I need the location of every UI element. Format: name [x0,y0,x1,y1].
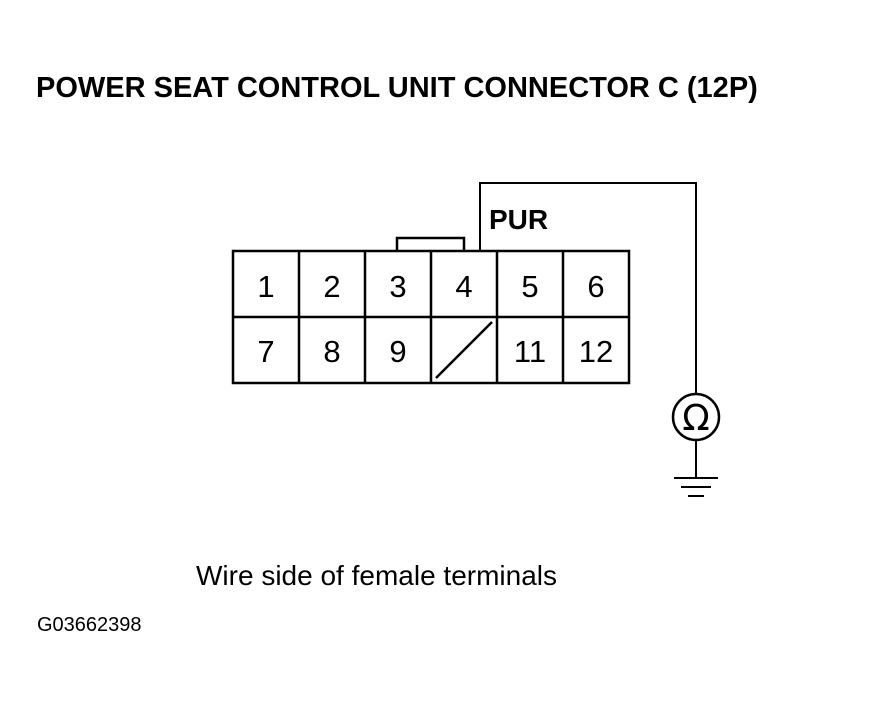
terminal-4: 4 [455,269,472,304]
diagram-title: POWER SEAT CONTROL UNIT CONNECTOR C (12P… [36,72,758,104]
terminal-8: 8 [323,334,340,369]
probe-wire [479,182,697,395]
terminal-3: 3 [389,269,406,304]
terminal-7: 7 [257,334,274,369]
terminal-6: 6 [587,269,604,304]
terminal-2: 2 [323,269,340,304]
terminal-1: 1 [257,269,274,304]
ground-icon [674,440,718,497]
terminal-9: 9 [389,334,406,369]
terminal-5: 5 [521,269,538,304]
figure-id: G03662398 [37,614,142,636]
terminal-11: 11 [514,334,546,369]
connector-lock-tab [395,236,466,251]
ohmmeter-icon: Ω [671,392,721,442]
wire-color-label: PUR [489,204,548,235]
terminal-12: 12 [579,334,613,369]
connector-body [231,249,631,385]
ohmmeter-symbol: Ω [682,398,710,439]
diagram-caption: Wire side of female terminals [196,560,558,591]
empty-cavity-icon [435,321,493,379]
